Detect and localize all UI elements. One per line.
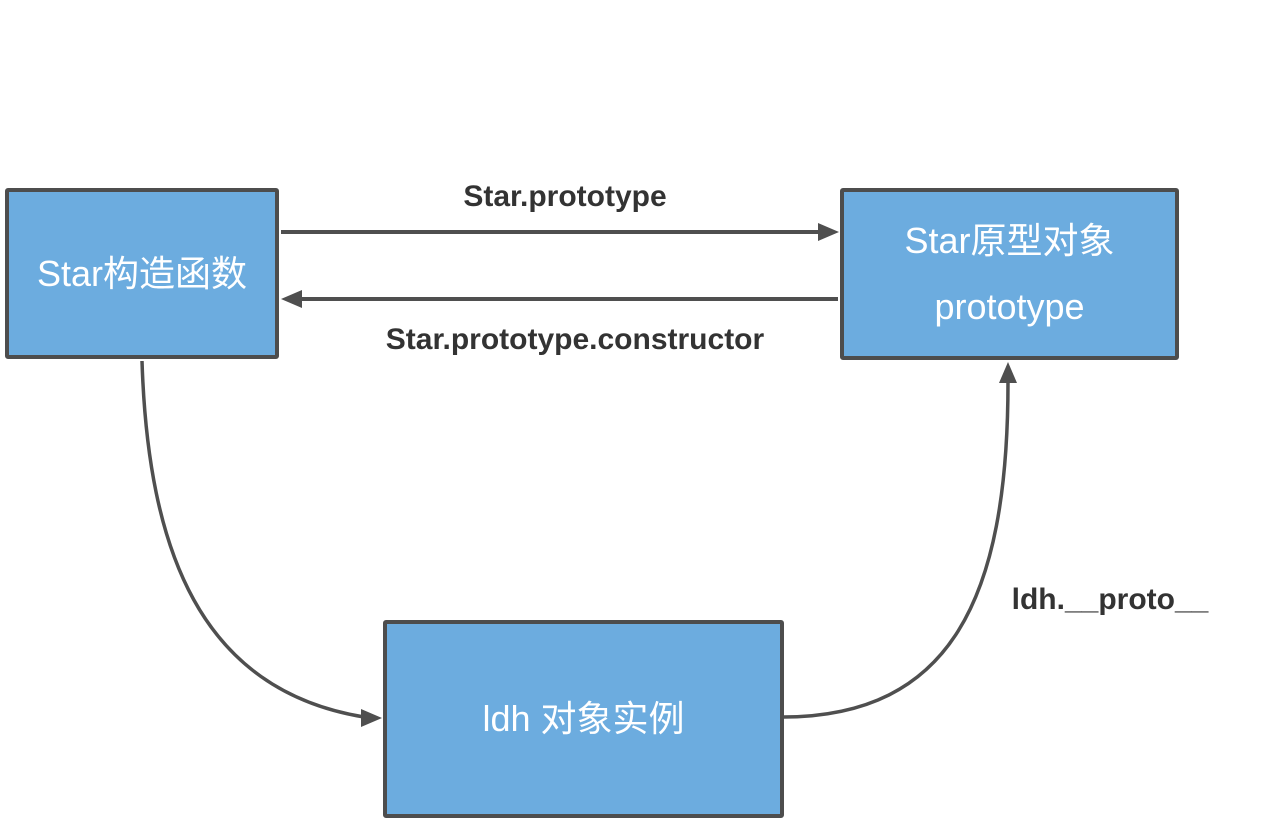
node-star-prototype-label-line2: prototype xyxy=(934,286,1085,327)
node-ldh-instance-label: ldh 对象实例 xyxy=(482,698,685,739)
edge-constructor-to-instance xyxy=(140,360,365,719)
arrowhead-into-prototype-icon xyxy=(999,362,1017,383)
arrowhead-left-icon xyxy=(281,290,302,308)
node-star-constructor: Star构造函数 xyxy=(5,188,279,359)
node-star-prototype-object: Star原型对象 prototype xyxy=(840,188,1179,360)
edge-label-ldh-proto: ldh.__proto__ xyxy=(1011,583,1209,616)
edge-instance-to-prototype xyxy=(783,381,1010,719)
edge-label-star-prototype: Star.prototype xyxy=(463,180,667,213)
arrowhead-into-instance-icon xyxy=(361,709,382,727)
node-star-constructor-label: Star构造函数 xyxy=(36,252,248,294)
node-ldh-instance: ldh 对象实例 xyxy=(383,620,784,818)
arrowhead-right-icon xyxy=(818,223,839,241)
node-star-prototype-label-line1: Star原型对象 xyxy=(904,220,1115,261)
edge-label-prototype-constructor: Star.prototype.constructor xyxy=(385,323,765,356)
